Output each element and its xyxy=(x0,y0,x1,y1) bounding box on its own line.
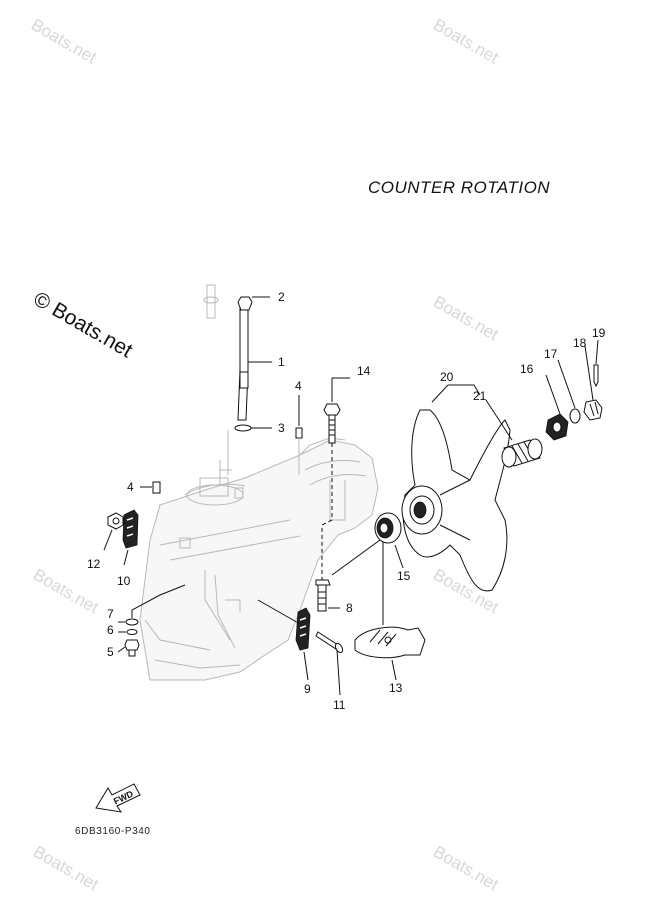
watermark-lower-left: Boats.net xyxy=(30,565,102,618)
callout-6: 6 xyxy=(107,623,114,637)
callout-20: 20 xyxy=(440,370,454,384)
washer-part-16 xyxy=(545,413,569,441)
callout-12: 12 xyxy=(87,557,101,571)
callout-1: 1 xyxy=(278,355,285,369)
cotter-pin-part-19 xyxy=(593,364,599,388)
trim-tab-part-13 xyxy=(354,626,426,659)
callout-13: 13 xyxy=(389,681,403,695)
watermark-mid-right: Boats.net xyxy=(430,292,502,345)
watermark-bottom-left: Boats.net xyxy=(30,842,102,895)
washer-part-7 xyxy=(125,618,139,626)
lower-unit-housing xyxy=(139,437,379,681)
callout-7: 7 xyxy=(107,607,114,621)
callout-17: 17 xyxy=(544,347,558,361)
dowel-pin-part-4 xyxy=(295,427,303,439)
callout-4-upper: 4 xyxy=(295,379,302,393)
grommet-part-2 xyxy=(237,296,253,311)
bushing-part-21 xyxy=(501,438,543,468)
nut-part-12 xyxy=(107,512,124,530)
diagram-title: COUNTER ROTATION xyxy=(368,178,550,197)
forward-arrow: FWD xyxy=(95,783,141,813)
leader-lines xyxy=(103,296,599,696)
watermark-bottom-right: Boats.net xyxy=(430,842,502,895)
callout-8: 8 xyxy=(346,601,353,615)
screw-part-11 xyxy=(315,631,344,654)
callout-21: 21 xyxy=(473,389,487,403)
nut-part-18 xyxy=(583,399,603,421)
callouts: 2 1 3 4 14 4 12 10 7 6 5 8 9 11 13 15 16… xyxy=(87,290,606,712)
watermark-main: © Boats.net xyxy=(30,287,137,362)
bolt-part-14 xyxy=(323,403,341,444)
anode-part-9 xyxy=(295,607,311,651)
bolt-part-8 xyxy=(315,579,331,612)
callout-9: 9 xyxy=(304,682,311,696)
bolt-part-5 xyxy=(124,639,140,657)
callout-18: 18 xyxy=(573,336,587,350)
dowel-pin-part-4-left xyxy=(152,481,161,494)
washer-part-17 xyxy=(569,408,581,424)
callout-15: 15 xyxy=(397,569,411,583)
callout-3: 3 xyxy=(278,421,285,435)
water-tube-assembly xyxy=(203,284,253,485)
diagram-code: 6DB3160-P340 xyxy=(75,826,151,837)
callout-19: 19 xyxy=(592,326,606,340)
callout-4-left: 4 xyxy=(127,480,134,494)
callout-5: 5 xyxy=(107,645,114,659)
propeller-part-20 xyxy=(401,409,511,592)
watermark-top-right: Boats.net xyxy=(430,15,502,68)
callout-11: 11 xyxy=(333,698,346,712)
callout-14: 14 xyxy=(357,364,371,378)
callout-16: 16 xyxy=(520,362,534,376)
thrust-washer-part-15 xyxy=(374,512,402,544)
gasket-part-3 xyxy=(234,424,252,432)
callout-2: 2 xyxy=(278,290,285,304)
anode-part-10 xyxy=(122,509,139,549)
callout-10: 10 xyxy=(117,574,131,588)
washer-part-6 xyxy=(126,629,138,635)
watermark-top-left: Boats.net xyxy=(28,15,100,68)
